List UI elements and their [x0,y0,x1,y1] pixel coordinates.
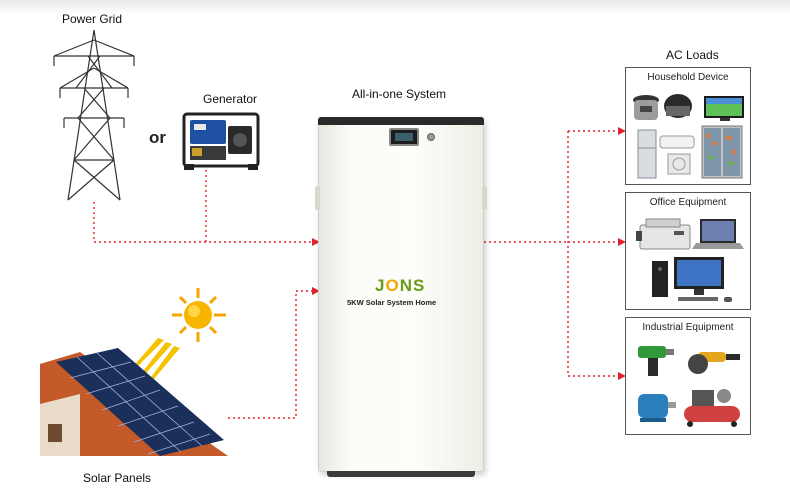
product-name: 5KW Solar System Home [347,298,437,307]
office-equipment-panel: Office Equipment [625,192,751,310]
pressure-cooker-icon [633,95,659,120]
arrow-to-industrial [618,372,626,380]
tv-icon [704,96,744,121]
desktop-tower-icon [652,261,668,297]
arrow-to-office [618,238,626,246]
household-device-panel: Household Device [625,67,751,185]
angle-grinder-icon [688,352,740,374]
generator-icon [182,112,260,170]
office-devices [636,218,744,302]
arrow-to-system-solar [312,287,320,295]
double-door-fridge-icon [701,125,743,179]
household-devices [633,94,744,179]
rice-cooker-icon [664,94,692,118]
unit-top-cap [318,117,484,125]
air-conditioner-icon [659,135,695,175]
or-label: or [149,128,166,147]
unit-base [327,471,475,477]
panel-title: Household Device [647,72,729,83]
panel-title: Industrial Equipment [642,322,734,333]
solar-panels-icon [40,348,228,456]
industrial-equipment-panel: Industrial Equipment [625,317,751,435]
unit-display-screen [389,128,419,146]
grid-wire [93,202,312,243]
printer-icon [636,218,691,250]
generator-label: Generator [203,92,258,106]
right-handle [482,186,487,210]
ac-loads-label: AC Loads [666,48,719,62]
panel-title: Office Equipment [649,197,727,208]
transmission-tower-icon [53,30,135,201]
power-grid-label: Power Grid [62,12,123,26]
all-in-one-unit: JONS 5KW Solar System Home [315,117,487,477]
industrial-devices [638,346,740,427]
power-button-icon [427,133,435,141]
laptop-icon [692,219,744,249]
drill-icon [638,346,674,376]
brand-logo: JONS [375,276,426,295]
motor-icon [638,394,676,422]
solar-wire [228,290,312,419]
arrow-to-household [618,127,626,135]
solar-panels-label: Solar Panels [83,471,152,485]
monitor-icon [674,257,732,302]
air-compressor-icon [684,389,740,427]
arrow-to-system-grid [312,238,320,246]
left-handle [315,186,320,210]
refrigerator-icon [637,129,657,179]
system-label: All-in-one System [352,87,447,101]
